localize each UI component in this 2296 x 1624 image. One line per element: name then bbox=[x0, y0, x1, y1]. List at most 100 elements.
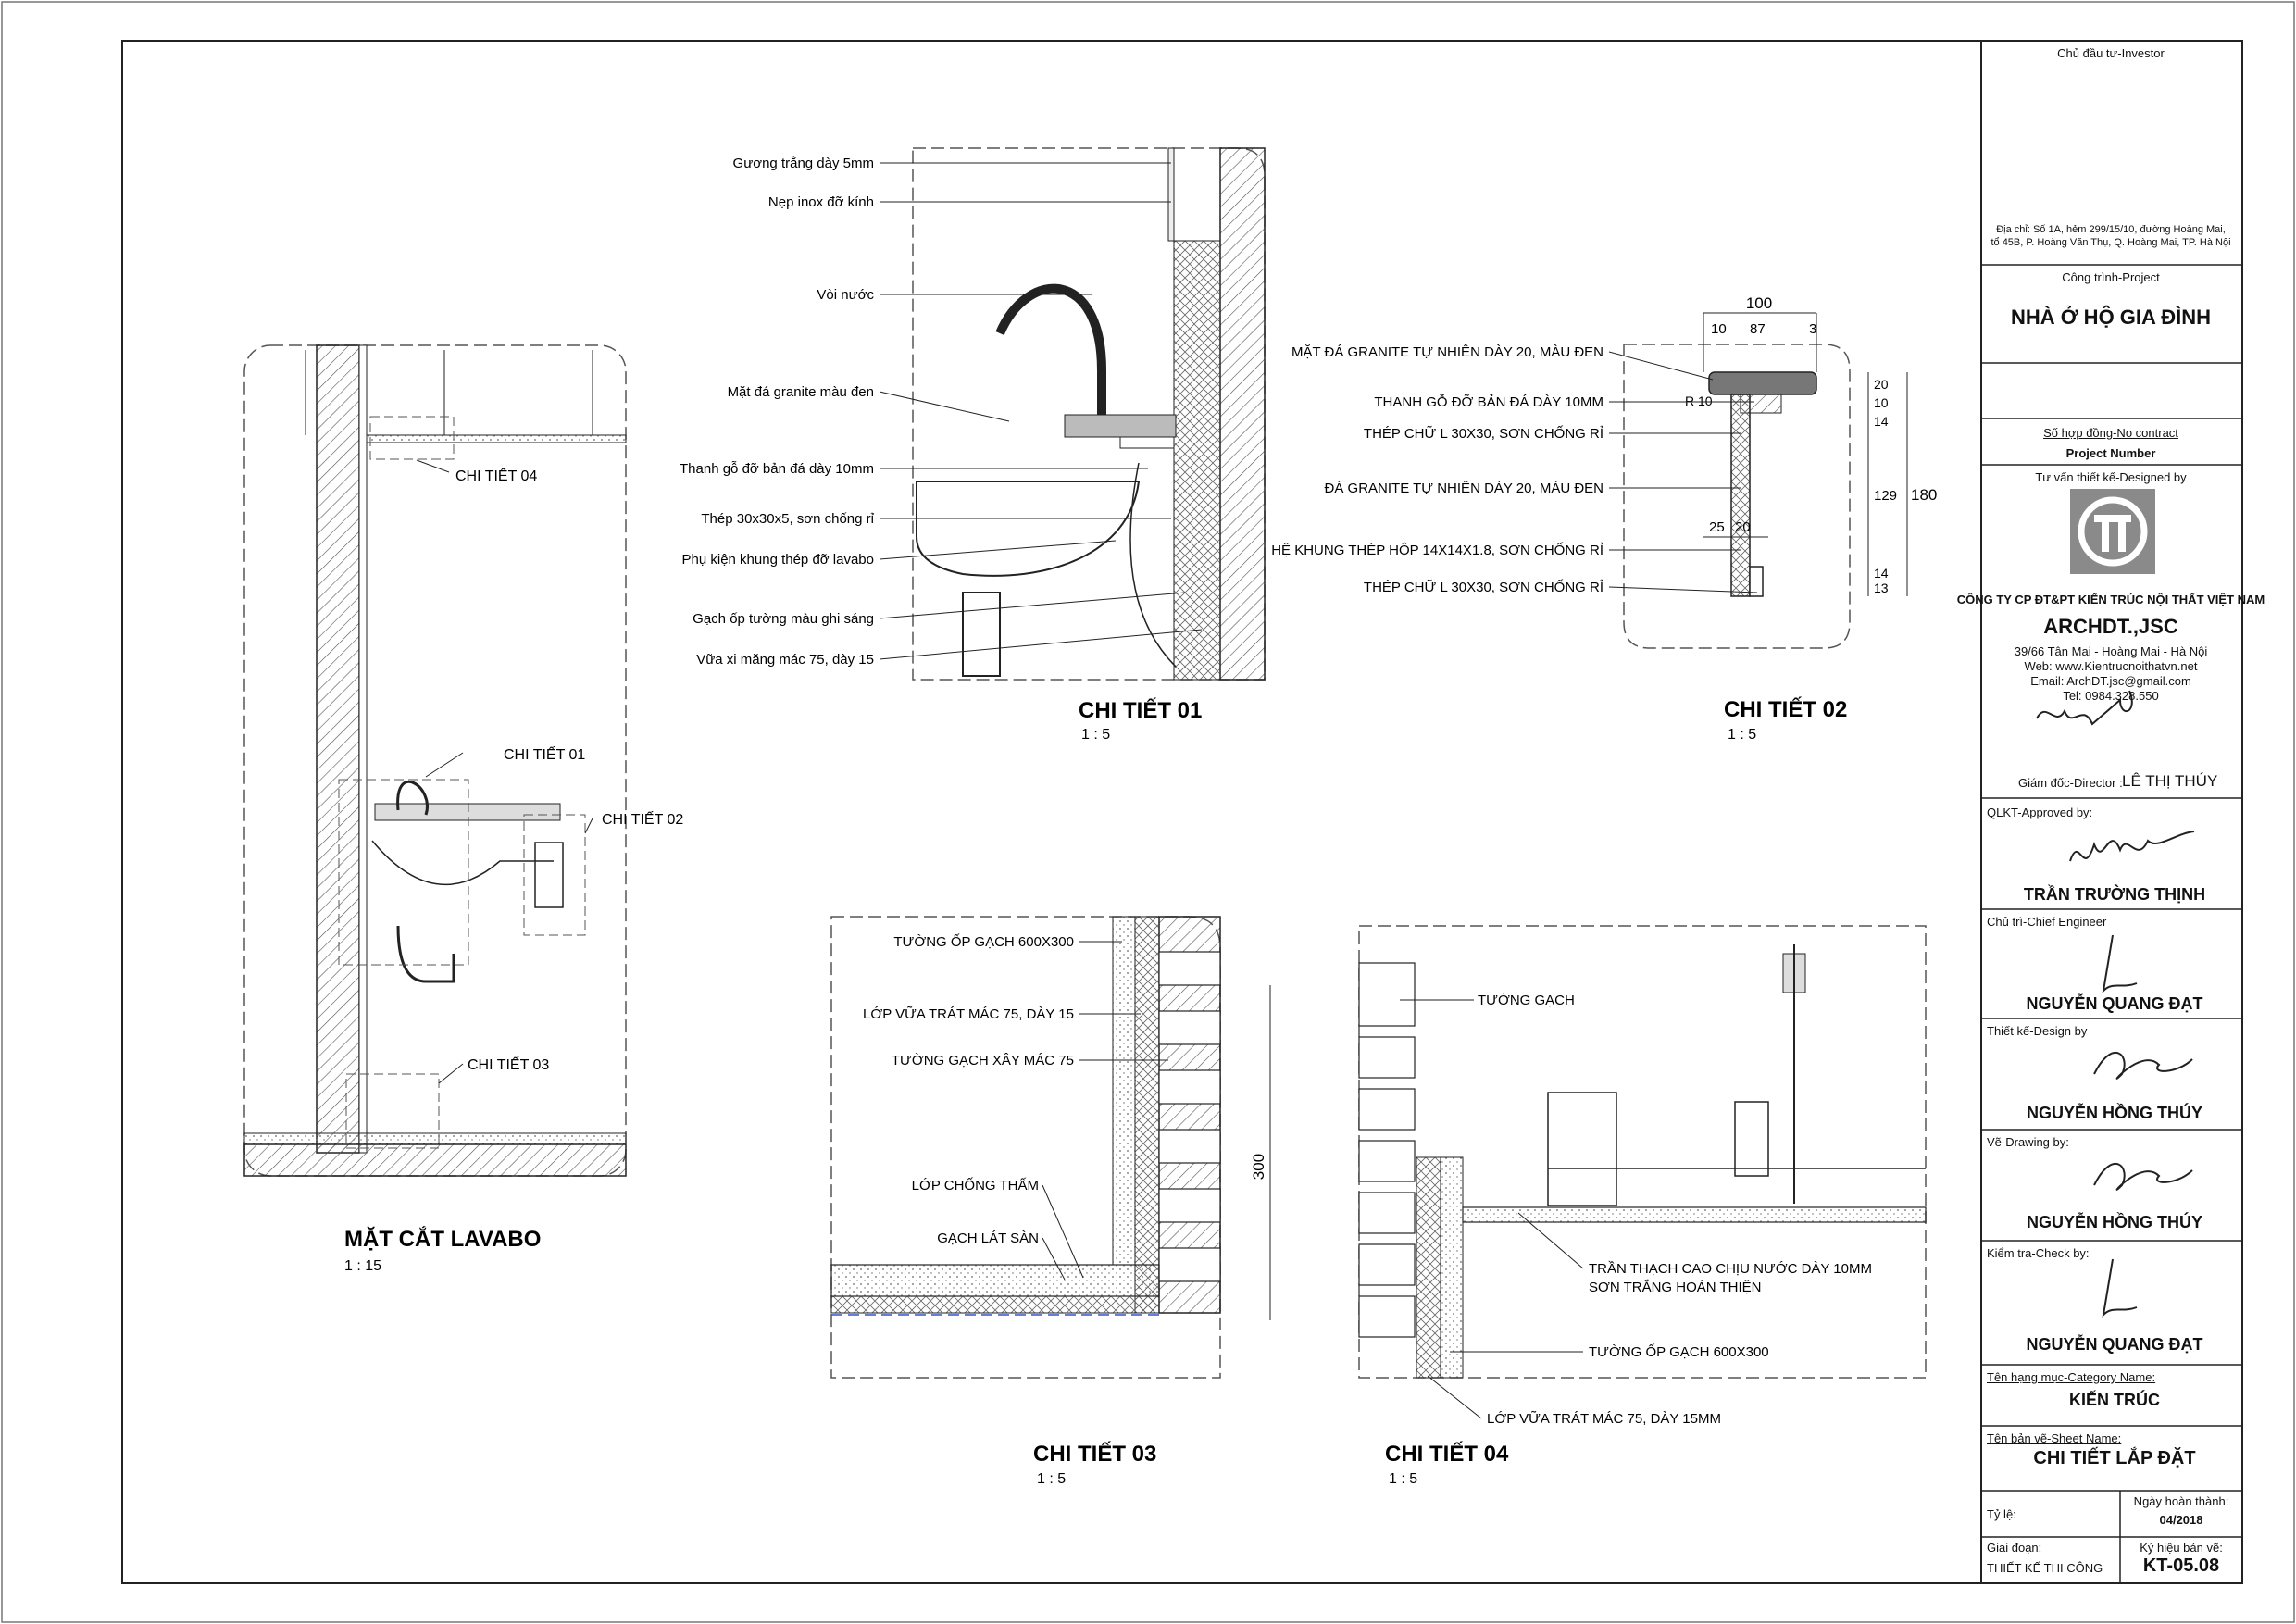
chief-label: Chủ trì-Chief Engineer bbox=[1987, 915, 2107, 929]
signature-drawing-icon bbox=[2093, 1162, 2193, 1191]
d04-label-1: TƯỜNG GẠCH bbox=[1478, 993, 1575, 1008]
scale-label: Tỷ lệ: bbox=[1987, 1507, 2016, 1521]
title-block-frame bbox=[1980, 40, 2243, 1584]
signature-chief-icon bbox=[2102, 934, 2138, 993]
d02-dim-14b: 14 bbox=[1874, 566, 1889, 581]
d03-label-5: GẠCH LÁT SÀN bbox=[937, 1230, 1039, 1246]
detail-02-scale: 1 : 5 bbox=[1728, 727, 1756, 743]
category-label: Tên hạng mục-Category Name: bbox=[1987, 1370, 2156, 1384]
project-number-label: Project Number bbox=[2065, 446, 2156, 460]
company-short: ARCHDT.,JSC bbox=[2043, 615, 2178, 638]
sheet-name: CHI TIẾT LẮP ĐẶT bbox=[2033, 1448, 2196, 1468]
date-value: 04/2018 bbox=[2159, 1513, 2203, 1527]
company-name: CÔNG TY CP ĐT&PT KIẾN TRÚC NỘI THẤT VIỆT… bbox=[1956, 593, 2265, 606]
company-address: 39/66 Tân Mai - Hoàng Mai - Hà Nội bbox=[2014, 644, 2208, 658]
d02-dim-25: 25 bbox=[1709, 519, 1725, 535]
d01-label-2: Nẹp inox đỡ kính bbox=[768, 194, 874, 210]
callout-chi-tiet-03: CHI TIẾT 03 bbox=[468, 1056, 549, 1073]
d02-label-2: THANH GỖ ĐỠ BẢN ĐÁ DÀY 10MM bbox=[1374, 394, 1603, 410]
investor-label: Chủ đầu tư-Investor bbox=[2057, 46, 2165, 60]
designed-by-label: Tư vấn thiết kế-Designed by bbox=[2035, 470, 2187, 484]
date-label: Ngày hoàn thành: bbox=[2133, 1494, 2229, 1508]
d02-label-6: THÉP CHỮ L 30X30, SƠN CHỐNG RỈ bbox=[1364, 579, 1603, 595]
design-label: Thiết kế-Design by bbox=[1987, 1024, 2088, 1038]
d04-label-4: TƯỜNG ỐP GẠCH 600X300 bbox=[1589, 1343, 1769, 1360]
address-line-2: tổ 45B, P. Hoàng Văn Thụ, Q. Hoàng Mai, … bbox=[1990, 237, 2231, 248]
contract-label: Số hợp đồng-No contract bbox=[2043, 426, 2178, 440]
check-label: Kiểm tra-Check by: bbox=[1987, 1246, 2090, 1260]
design-name: NGUYỄN HỒNG THÚY bbox=[2026, 1104, 2203, 1122]
director-label: Giám đốc-Director : bbox=[2018, 776, 2123, 790]
company-email: Email: ArchDT.jsc@gmail.com bbox=[2030, 674, 2191, 688]
company-web: Web: www.Kientrucnoithatvn.net bbox=[2024, 659, 2198, 673]
sheet-name-label: Tên bản vẽ-Sheet Name: bbox=[1987, 1431, 2122, 1445]
d04-label-2: TRẦN THẠCH CAO CHỊU NƯỚC DÀY 10MM bbox=[1589, 1261, 1872, 1277]
detail-01-title: CHI TIẾT 01 bbox=[1079, 697, 1202, 723]
d02-dim-100: 100 bbox=[1746, 294, 1772, 312]
detail-01-scale: 1 : 5 bbox=[1081, 727, 1110, 743]
d03-label-4: LỚP CHỐNG THẤM bbox=[912, 1177, 1039, 1193]
d03-dim-300: 300 bbox=[1250, 1154, 1267, 1180]
callout-chi-tiet-01: CHI TIẾT 01 bbox=[504, 745, 585, 763]
detail-03: 300 TƯỜNG ỐP GẠCH 600X300 LỚP VỮA TRÁT M… bbox=[830, 916, 1271, 1487]
detail-02: 100 10 87 3 R 10 20 10 14 129 14 13 180 … bbox=[1271, 294, 1937, 743]
detail-03-title: CHI TIẾT 03 bbox=[1033, 1441, 1156, 1467]
address-line-1: Địa chỉ: Số 1A, hẻm 299/15/10, đường Hoà… bbox=[1996, 224, 2226, 235]
approved-name: TRẦN TRƯỜNG THỊNH bbox=[2023, 885, 2206, 904]
d02-dim-87: 87 bbox=[1750, 321, 1766, 337]
phase-label: Giai đoạn: bbox=[1987, 1541, 2042, 1555]
d01-label-9: Vữa xi măng mác 75, dày 15 bbox=[696, 652, 874, 668]
project-name: NHÀ Ở HỘ GIA ĐÌNH bbox=[2011, 306, 2211, 329]
detail-02-title: CHI TIẾT 02 bbox=[1724, 696, 1847, 722]
detail-01: CHI TIẾT 01 1 : 5 Gương trắng dày 5mm Nẹ… bbox=[680, 147, 1266, 743]
d03-label-2: LỚP VỮA TRÁT MÁC 75, DÀY 15 bbox=[863, 1006, 1074, 1022]
check-name: NGUYỄN QUANG ĐẠT bbox=[2026, 1335, 2203, 1354]
d02-dim-180: 180 bbox=[1911, 486, 1937, 504]
d02-dim-129: 129 bbox=[1874, 488, 1897, 504]
d03-label-1: TƯỜNG ỐP GẠCH 600X300 bbox=[893, 933, 1074, 950]
category-name: KIẾN TRÚC bbox=[2069, 1391, 2160, 1409]
d01-label-5: Thanh gỗ đỡ bản đá dày 10mm bbox=[680, 461, 874, 477]
lavabo-scale: 1 : 15 bbox=[344, 1258, 381, 1274]
d02-dim-14a: 14 bbox=[1874, 414, 1889, 429]
drawing-label: Vẽ-Drawing by: bbox=[1987, 1135, 2069, 1149]
d02-dim-20w: 20 bbox=[1735, 519, 1751, 535]
d01-label-8: Gạch ốp tường màu ghi sáng bbox=[693, 611, 874, 627]
d02-dim-10b: 10 bbox=[1874, 395, 1889, 410]
detail-04-scale: 1 : 5 bbox=[1389, 1471, 1417, 1487]
d02-dim-13: 13 bbox=[1874, 581, 1889, 595]
d04-label-5: LỚP VỮA TRÁT MÁC 75, DÀY 15MM bbox=[1487, 1411, 1721, 1427]
director-name: LÊ THỊ THÚY bbox=[2122, 772, 2218, 790]
phase-value: THIẾT KẾ THI CÔNG bbox=[1987, 1561, 2103, 1575]
d02-dim-20: 20 bbox=[1874, 377, 1889, 392]
chief-name: NGUYỄN QUANG ĐẠT bbox=[2026, 994, 2203, 1013]
d01-label-1: Gương trắng dày 5mm bbox=[733, 156, 874, 171]
drawing-name: NGUYỄN HỒNG THÚY bbox=[2026, 1213, 2203, 1231]
callout-chi-tiet-02: CHI TIẾT 02 bbox=[602, 810, 683, 828]
signature-design-icon bbox=[2093, 1051, 2193, 1080]
company-tel: Tel: 0984.328.550 bbox=[2063, 689, 2159, 703]
d01-label-4: Mặt đá granite màu đen bbox=[728, 384, 874, 400]
d04-label-3: SƠN TRẮNG HOÀN THIỆN bbox=[1589, 1279, 1762, 1295]
d01-label-6: Thép 30x30x5, sơn chống rỉ bbox=[701, 511, 874, 527]
sheet-number: KT-05.08 bbox=[2142, 1555, 2220, 1576]
lavabo-title: MẶT CẮT LAVABO bbox=[344, 1226, 541, 1252]
company-logo-icon bbox=[2070, 489, 2155, 574]
lavabo-section: CHI TIẾT 04 CHI TIẾT 01 CHI TIẾT 02 CHI … bbox=[243, 344, 683, 1274]
d03-label-3: TƯỜNG GẠCH XÂY MÁC 75 bbox=[892, 1053, 1074, 1068]
detail-04: TƯỜNG GẠCH TRẦN THẠCH CAO CHỊU NƯỚC DÀY … bbox=[1358, 925, 1927, 1487]
detail-03-scale: 1 : 5 bbox=[1037, 1471, 1066, 1487]
signature-approved-icon bbox=[2069, 831, 2195, 862]
d02-dim-10: 10 bbox=[1711, 321, 1727, 337]
detail-04-title: CHI TIẾT 04 bbox=[1385, 1441, 1509, 1467]
sheet-no-label: Ký hiệu bản vẽ: bbox=[2140, 1541, 2223, 1555]
callout-chi-tiet-04: CHI TIẾT 04 bbox=[455, 467, 537, 484]
d02-radius: R 10 bbox=[1685, 394, 1713, 408]
project-label: Công trình-Project bbox=[2062, 270, 2160, 284]
d02-label-4: ĐÁ GRANITE TỰ NHIÊN DÀY 20, MÀU ĐEN bbox=[1325, 481, 1603, 496]
d02-dim-3: 3 bbox=[1809, 321, 1816, 337]
d02-label-5: HỆ KHUNG THÉP HỘP 14X14X1.8, SƠN CHỐNG R… bbox=[1271, 542, 1603, 558]
signature-director-icon bbox=[2036, 690, 2133, 726]
